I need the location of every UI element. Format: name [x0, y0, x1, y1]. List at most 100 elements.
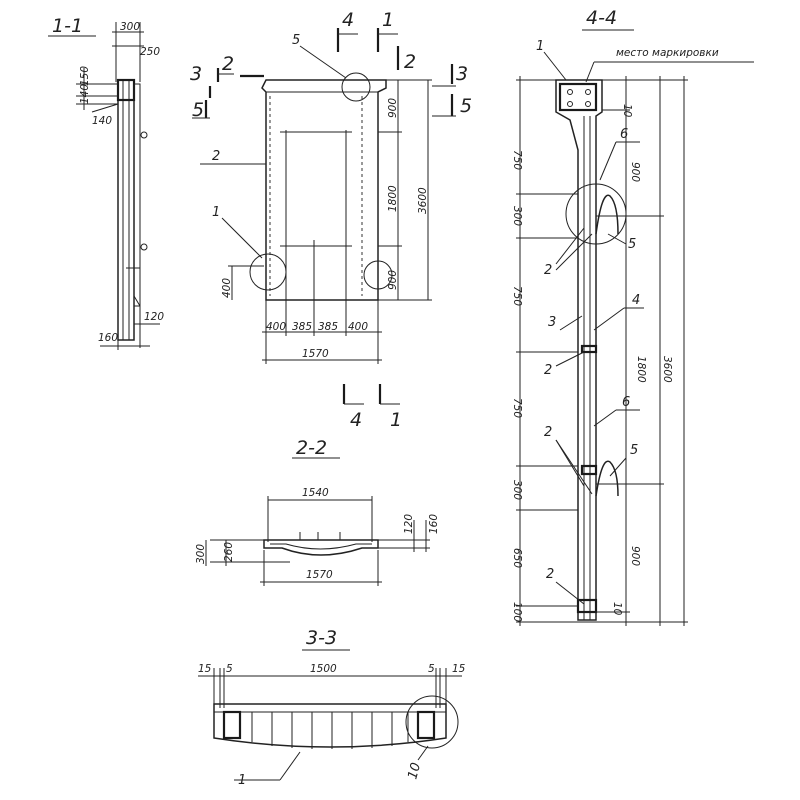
slab-profile-2-2 [263, 539, 379, 556]
dim-120: 120 [144, 311, 164, 323]
dim-4-4-750a: 750 [511, 150, 523, 170]
lifting-loop-icon [140, 131, 148, 139]
leader-line [279, 751, 301, 781]
view-1-1: 1-1 300 250 150 140 140 120 160 [48, 15, 164, 350]
cut-4-top: 4 [342, 9, 354, 31]
dim-4-4-750b: 750 [511, 286, 523, 306]
callout-4-4-6a: 6 [620, 127, 628, 142]
dim-4-4-750c: 750 [511, 398, 523, 418]
lifting-loop-lower [595, 460, 619, 497]
leader-line [555, 227, 585, 265]
rebar-ties-3-3 [251, 712, 409, 749]
dim-3-3-15b: 15 [452, 663, 466, 675]
dim-3-3-5b: 5 [428, 663, 435, 675]
dim-2-2-260: 260 [223, 542, 235, 562]
callout-4-4-5a: 5 [628, 237, 636, 252]
rebar-dot [585, 89, 591, 95]
plan-view: 2 3 5 4 1 2 3 5 5 2 1 900 180 [190, 9, 472, 431]
leader-line [593, 409, 617, 427]
callout-2: 2 [212, 149, 220, 164]
callout-4-4-2a: 2 [544, 263, 552, 278]
cut-2-right: 2 [404, 51, 416, 73]
leader-line [555, 351, 585, 367]
leader-line [555, 439, 593, 495]
title-4-4: 4-4 [586, 7, 617, 29]
dim-4-4-650: 650 [511, 548, 523, 568]
dim-plan-385a: 385 [292, 321, 312, 333]
detail-circle-10 [405, 695, 459, 749]
callout-4-4-3: 3 [548, 315, 556, 330]
dim-plan-3600: 3600 [417, 187, 429, 214]
dim-4-4-100: 100 [511, 602, 523, 622]
leader-line [555, 233, 593, 271]
detail-circle-right [363, 260, 393, 290]
edge-rib-left [222, 710, 242, 740]
section-body-3-3 [213, 703, 447, 748]
dim-4-4-1800: 1800 [635, 356, 647, 383]
rebar-dot [585, 101, 591, 107]
dim-2-2-1570: 1570 [306, 569, 333, 581]
dim-300: 300 [120, 21, 140, 33]
edge-rib-right [416, 710, 436, 740]
leader-line [543, 51, 567, 81]
dim-140a: 140 [79, 84, 91, 104]
panel-outline [261, 79, 387, 301]
cut-5-right: 5 [460, 95, 472, 117]
section-2-2: 2-2 1540 120 160 300 260 1570 [195, 437, 440, 586]
dim-plan-1800: 1800 [387, 185, 399, 212]
callout-3-3-10: 10 [405, 761, 424, 781]
column-profile-4-4 [555, 79, 603, 621]
column-chamfer [133, 295, 141, 307]
leader-line [593, 307, 625, 331]
dim-4-4-3600: 3600 [661, 356, 673, 383]
leader-line [585, 61, 595, 83]
leader-line [555, 581, 585, 605]
callout-4-4-2c: 2 [544, 425, 552, 440]
dim-2-2-120: 120 [403, 514, 415, 534]
dim-plan-900a: 900 [387, 98, 399, 118]
dim-3-3-15a: 15 [198, 663, 212, 675]
lifting-loop-upper [595, 194, 619, 235]
column-head-4-4 [558, 82, 598, 112]
dim-plan-400a: 400 [266, 321, 286, 333]
title-3-3: 3-3 [306, 627, 337, 649]
detail-circle-5 [341, 72, 371, 102]
lifting-loop-icon [140, 243, 148, 251]
dim-140b: 140 [92, 115, 112, 127]
dim-4-4-300a: 300 [511, 206, 523, 226]
dim-plan-385b: 385 [318, 321, 338, 333]
dim-plan-400: 400 [221, 278, 233, 298]
callout-5: 5 [292, 33, 300, 48]
column-cap-1-1 [116, 78, 136, 102]
title-1-1: 1-1 [52, 15, 83, 37]
dim-4-4-300b: 300 [511, 480, 523, 500]
rebar-dot [567, 101, 573, 107]
dim-150: 150 [79, 66, 91, 86]
dim-4-4-10b: 10 [611, 602, 623, 616]
dim-160: 160 [98, 332, 118, 344]
callout-4-4-5b: 5 [630, 443, 638, 458]
section-3-3: 3-3 15 5 1500 5 15 1 [198, 627, 466, 788]
rebar-dot [567, 89, 573, 95]
dim-plan-400b: 400 [348, 321, 368, 333]
leader-line [559, 315, 583, 331]
leader-line [609, 457, 627, 477]
callout-4-4-2b: 2 [544, 363, 552, 378]
cut-1-bottom: 1 [390, 409, 402, 431]
leader-line [599, 141, 617, 181]
cut-2-left: 2 [222, 53, 234, 75]
leader-line [417, 745, 429, 761]
cut-3-left: 3 [190, 63, 202, 85]
embedded-plate [580, 464, 598, 476]
slab-inner-line [270, 543, 372, 550]
callout-1: 1 [212, 205, 220, 220]
dim-2-2-300: 300 [195, 544, 207, 564]
dim-250: 250 [140, 46, 160, 58]
callout-4-4-4: 4 [632, 293, 640, 308]
cut-3-right: 3 [456, 63, 468, 85]
callout-4-4-1: 1 [536, 39, 544, 54]
note-marking-location: место маркировки [616, 47, 719, 59]
dim-3-3-1500: 1500 [310, 663, 337, 675]
cut-1-top: 1 [382, 9, 394, 31]
